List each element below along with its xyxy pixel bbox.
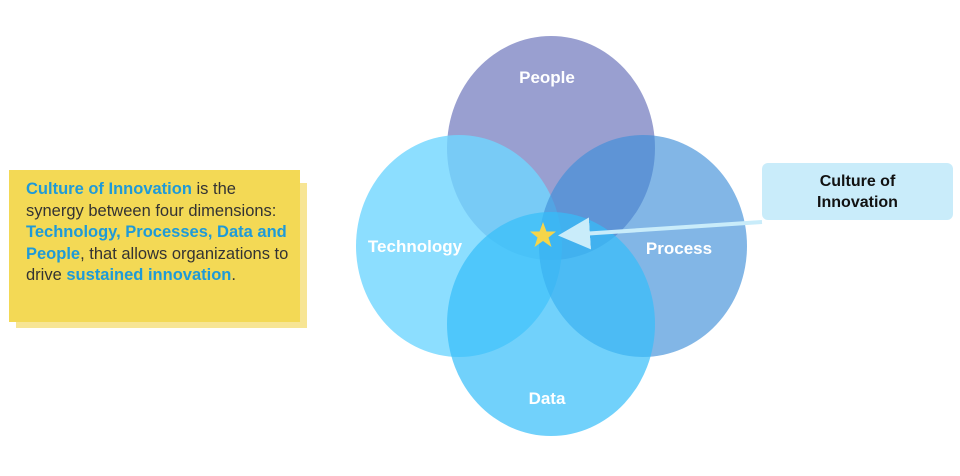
note-highlight-culture: Culture of Innovation — [26, 180, 192, 198]
note-highlight-sustained: sustained innovation — [66, 266, 232, 284]
definition-note: Culture of Innovation is the synergy bet… — [9, 170, 300, 322]
note-text: is the synergy between four dimensions: — [26, 180, 277, 220]
circle-data — [447, 212, 655, 436]
note-highlight-dimensions: Technology, Processes, Data and People — [26, 223, 287, 263]
label-people: People — [519, 68, 575, 87]
note-text: , that allows organizations to drive — [26, 244, 289, 285]
callout-arrow — [558, 217, 763, 250]
label-technology: Technology — [368, 237, 463, 256]
callout-culture-of-innovation: Culture of Innovation — [762, 163, 953, 220]
star-icon — [530, 222, 556, 247]
label-process: Process — [646, 239, 712, 258]
note-text: . — [231, 266, 236, 284]
label-data: Data — [529, 389, 566, 408]
callout-line: Innovation — [817, 193, 898, 211]
callout-line: Culture of — [819, 172, 896, 190]
